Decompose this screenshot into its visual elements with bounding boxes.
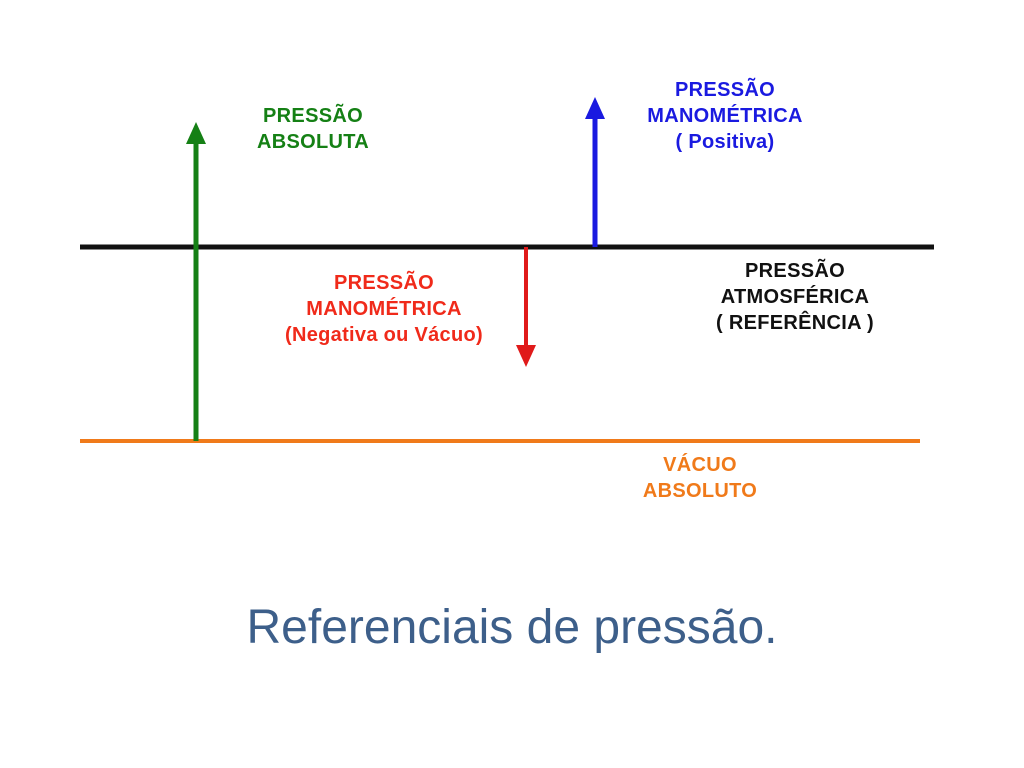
pressure-reference-diagram [80,97,934,443]
atmospheric-label-line3: ( REFERÊNCIA ) [716,312,874,334]
atmospheric-pressure-label: PRESSÃO ATMOSFÉRICA ( REFERÊNCIA ) [680,258,910,336]
absolute-pressure-label-line1: PRESSÃO [263,105,363,127]
positive-gauge-pressure-arrow [585,97,605,247]
absolute-vacuum-label-line1: VÁCUO [663,454,737,476]
absolute-pressure-arrow [186,122,206,441]
slide-caption: Referenciais de pressão. [246,601,778,654]
positive-gauge-label-line2: MANOMÉTRICA [647,105,803,127]
absolute-pressure-label-line2: ABSOLUTA [256,131,370,153]
negative-gauge-pressure-arrow [516,247,536,367]
absolute-vacuum-label-line2: ABSOLUTO [642,480,758,502]
negative-gauge-label-line2: MANOMÉTRICA [306,298,462,320]
negative-gauge-pressure-label: PRESSÃO MANOMÉTRICA (Negativa ou Vácuo) [252,270,516,348]
positive-gauge-label-line3: ( Positiva) [675,131,775,153]
positive-gauge-label-line1: PRESSÃO [675,79,775,101]
atmospheric-label-line2: ATMOSFÉRICA [720,286,870,308]
positive-gauge-pressure-label: PRESSÃO MANOMÉTRICA ( Positiva) [600,77,850,155]
atmospheric-label-line1: PRESSÃO [745,260,845,282]
absolute-pressure-label: PRESSÃO ABSOLUTA [238,103,388,155]
absolute-vacuum-label: VÁCUO ABSOLUTO [610,452,790,504]
negative-gauge-label-line3: (Negativa ou Vácuo) [285,324,483,346]
negative-gauge-label-line1: PRESSÃO [334,272,434,294]
